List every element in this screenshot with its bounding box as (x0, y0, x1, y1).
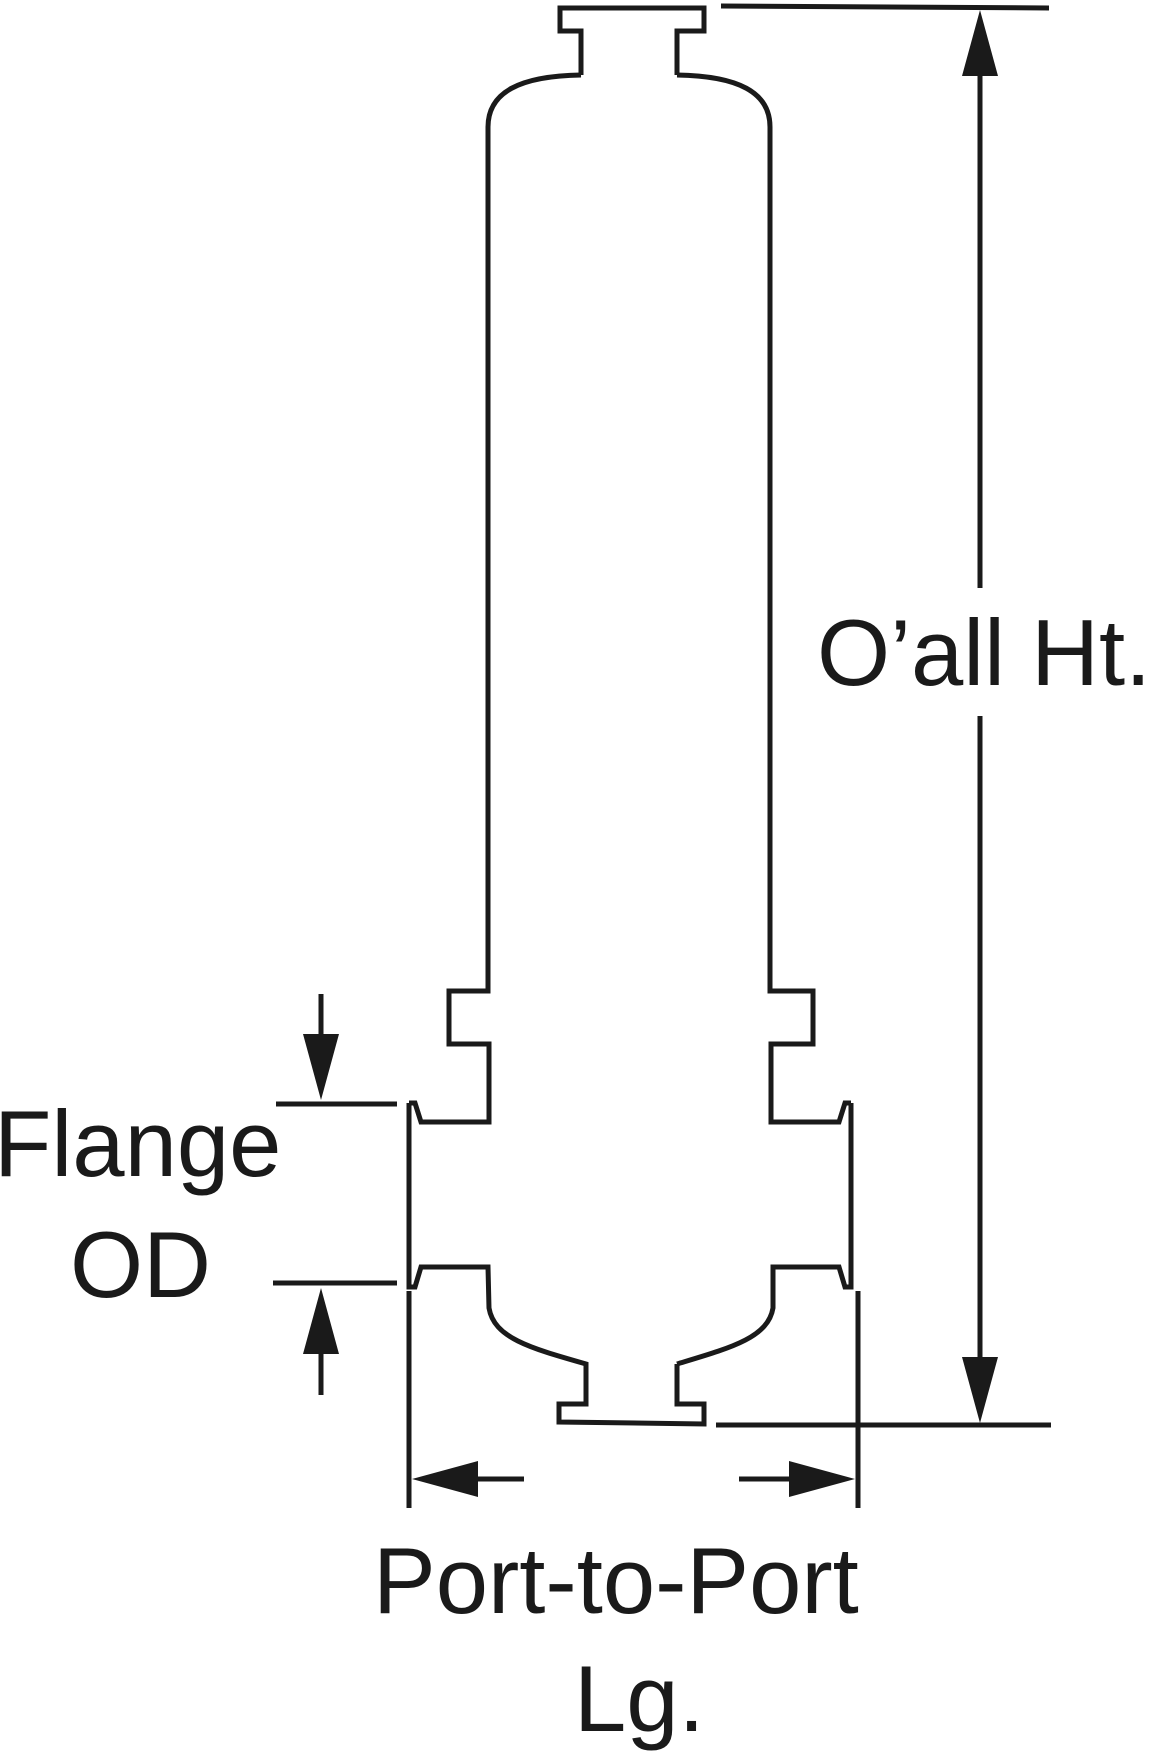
height-arrow-down (962, 1357, 998, 1423)
overall-height-dimension: O’all Ht. (716, 3, 1151, 1428)
right-wall (676, 72, 851, 1125)
flange-label-line2: OD (70, 1212, 211, 1317)
flange-od-dimension: Flange OD (0, 994, 397, 1395)
left-port-face (406, 1103, 707, 1427)
height-arrow-up (962, 10, 998, 76)
port-to-port-dimension: Port-to-Port Lg. (373, 1291, 861, 1751)
port-label-line1: Port-to-Port (373, 1528, 859, 1633)
port-arrow-right (789, 1461, 855, 1497)
flange-arrow-down (303, 1034, 339, 1100)
top-cap (557, 5, 707, 75)
left-wall (409, 72, 582, 1125)
flange-label-line1: Flange (0, 1091, 281, 1196)
housing-outline (406, 5, 854, 1427)
overall-height-label: O’all Ht. (817, 600, 1151, 705)
port-arrow-left (412, 1461, 478, 1497)
top-extension-line (720, 3, 1050, 11)
right-port-face (676, 1103, 854, 1367)
port-label-line2: Lg. (574, 1646, 705, 1751)
flange-arrow-up (303, 1288, 339, 1354)
